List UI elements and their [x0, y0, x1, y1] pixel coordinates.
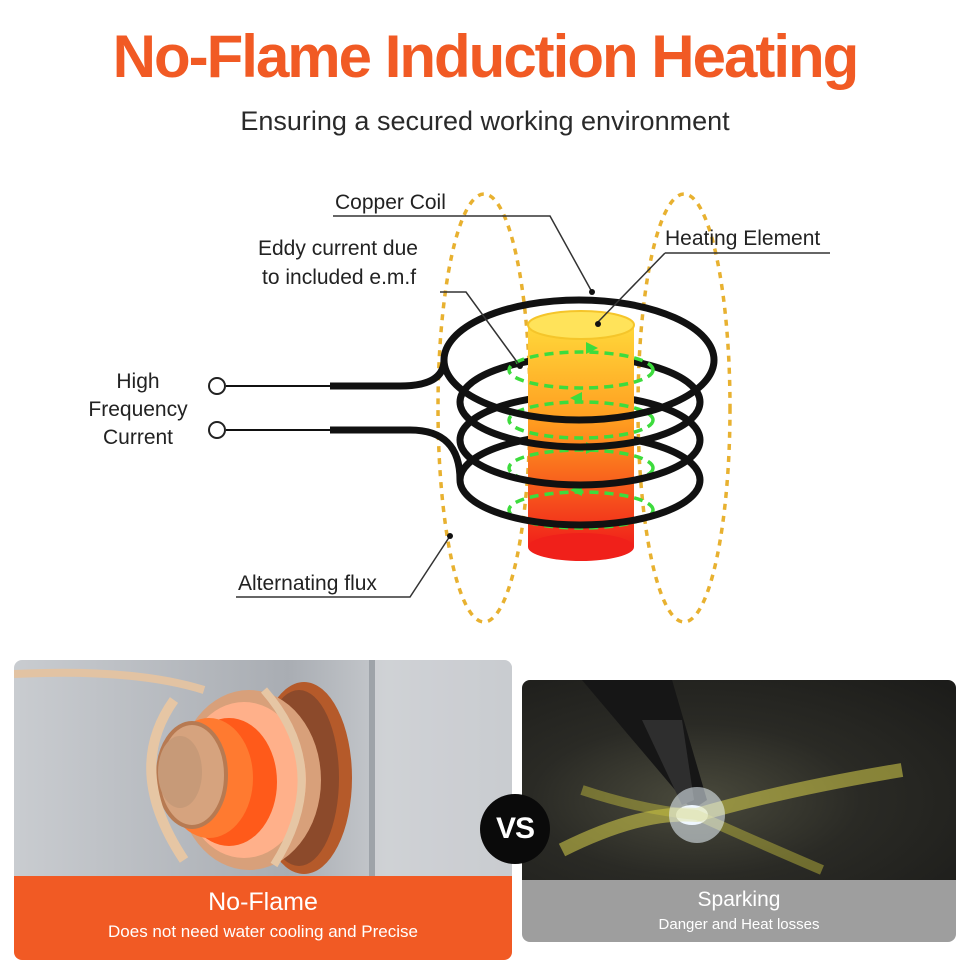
heating-element — [527, 310, 635, 561]
terminal-top — [208, 377, 226, 395]
no-flame-panel: No-Flame Does not need water cooling and… — [14, 660, 512, 960]
label-alternating-flux: Alternating flux — [238, 572, 377, 595]
sparking-caption: Sparking Danger and Heat losses — [522, 880, 956, 942]
sparking-title: Sparking — [697, 888, 781, 911]
label-hf-3: Current — [103, 426, 173, 449]
no-flame-caption: No-Flame Does not need water cooling and… — [14, 876, 512, 960]
induction-coil-photo — [14, 660, 512, 876]
label-hf-2: Frequency — [88, 398, 188, 421]
no-flame-subtitle: Does not need water cooling and Precise — [108, 922, 418, 941]
vs-badge: VS — [480, 794, 550, 864]
lead-wires — [226, 359, 464, 481]
page-subtitle: Ensuring a secured working environment — [240, 106, 730, 136]
label-hf-1: High — [116, 370, 159, 393]
induction-diagram: Copper Coil Eddy current due to included… — [88, 191, 830, 624]
sparking-panel: Sparking Danger and Heat losses — [522, 680, 956, 942]
terminal-bottom — [208, 421, 226, 439]
no-flame-title: No-Flame — [208, 888, 318, 916]
label-heating-element: Heating Element — [665, 227, 820, 250]
flux-loop-right — [636, 192, 732, 624]
page-title: No-Flame Induction Heating — [112, 23, 860, 90]
sparking-subtitle: Danger and Heat losses — [658, 916, 820, 933]
coil-front — [440, 359, 718, 529]
label-eddy-2: to included e.m.f — [262, 266, 416, 289]
label-copper-coil: Copper Coil — [335, 191, 446, 214]
label-eddy-1: Eddy current due — [258, 237, 418, 260]
flux-loop-left — [436, 192, 532, 624]
sparking-torch-photo — [522, 680, 956, 880]
leader-lines — [236, 215, 830, 598]
